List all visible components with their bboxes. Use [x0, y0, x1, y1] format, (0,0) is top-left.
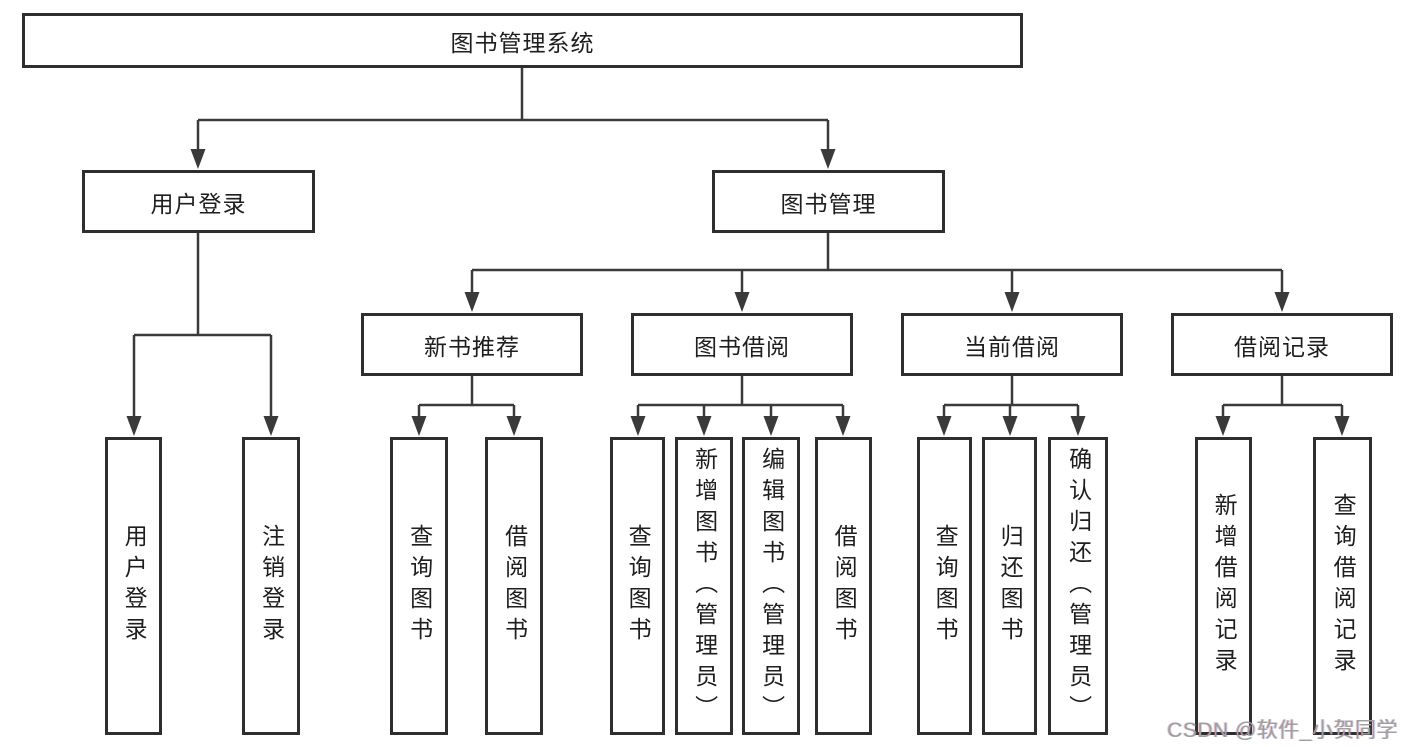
node-book-management-label: 图书管理 — [780, 190, 877, 217]
csdn-watermark: CSDN @软件_小贺同学 — [1167, 719, 1398, 742]
node-user-login-label: 用户登录 — [150, 190, 247, 217]
node-book-management: 图书管理 — [712, 170, 945, 233]
node-new-book-recommend: 新书推荐 — [361, 313, 583, 376]
leaf-user-login: 用户登录 — [105, 437, 162, 735]
node-borrow-records: 借阅记录 — [1171, 313, 1393, 376]
leaf-query-books-borrow-label: 查询图书 — [625, 524, 652, 648]
leaf-confirm-return-admin-label: 确认归还（管理员） — [1065, 446, 1092, 726]
leaf-user-login-label: 用户登录 — [121, 524, 148, 648]
node-root-label: 图书管理系统 — [450, 29, 595, 56]
leaf-return-books: 归还图书 — [982, 437, 1037, 735]
leaf-borrow-books-borrow-label: 借阅图书 — [831, 524, 858, 648]
leaf-query-books-recommend: 查询图书 — [390, 437, 448, 735]
leaf-query-books-recommend-label: 查询图书 — [406, 524, 433, 648]
leaf-query-books-current: 查询图书 — [917, 437, 972, 735]
node-borrow-records-label: 借阅记录 — [1234, 333, 1330, 360]
leaf-return-books-label: 归还图书 — [997, 524, 1024, 648]
leaf-add-borrow-record: 新增借阅记录 — [1195, 437, 1252, 735]
leaf-logout-login-label: 注销登录 — [258, 524, 285, 648]
leaf-borrow-books-borrow: 借阅图书 — [815, 437, 872, 735]
arrowheads — [126, 149, 1350, 436]
leaf-logout-login: 注销登录 — [242, 437, 300, 735]
node-book-borrow: 图书借阅 — [631, 313, 853, 376]
node-current-borrow-label: 当前借阅 — [964, 333, 1060, 360]
leaf-add-borrow-record-label: 新增借阅记录 — [1211, 493, 1238, 679]
node-book-borrow-label: 图书借阅 — [694, 333, 790, 360]
node-new-book-recommend-label: 新书推荐 — [424, 333, 520, 360]
leaf-add-books-admin: 新增图书（管理员） — [675, 437, 733, 735]
node-user-login: 用户登录 — [82, 170, 315, 233]
leaf-query-borrow-record-label: 查询借阅记录 — [1330, 493, 1357, 679]
leaf-confirm-return-admin: 确认归还（管理员） — [1048, 437, 1108, 735]
leaf-query-borrow-record: 查询借阅记录 — [1313, 437, 1372, 735]
leaf-edit-books-admin: 编辑图书（管理员） — [742, 437, 800, 735]
leaf-add-books-admin-label: 新增图书（管理员） — [691, 446, 718, 726]
node-root: 图书管理系统 — [22, 13, 1023, 68]
leaf-edit-books-admin-label: 编辑图书（管理员） — [758, 446, 785, 726]
node-current-borrow: 当前借阅 — [901, 313, 1123, 376]
leaf-query-books-borrow: 查询图书 — [610, 437, 665, 735]
leaf-query-books-current-label: 查询图书 — [932, 524, 959, 648]
leaf-borrow-books-recommend: 借阅图书 — [485, 437, 543, 735]
leaf-borrow-books-recommend-label: 借阅图书 — [501, 524, 528, 648]
